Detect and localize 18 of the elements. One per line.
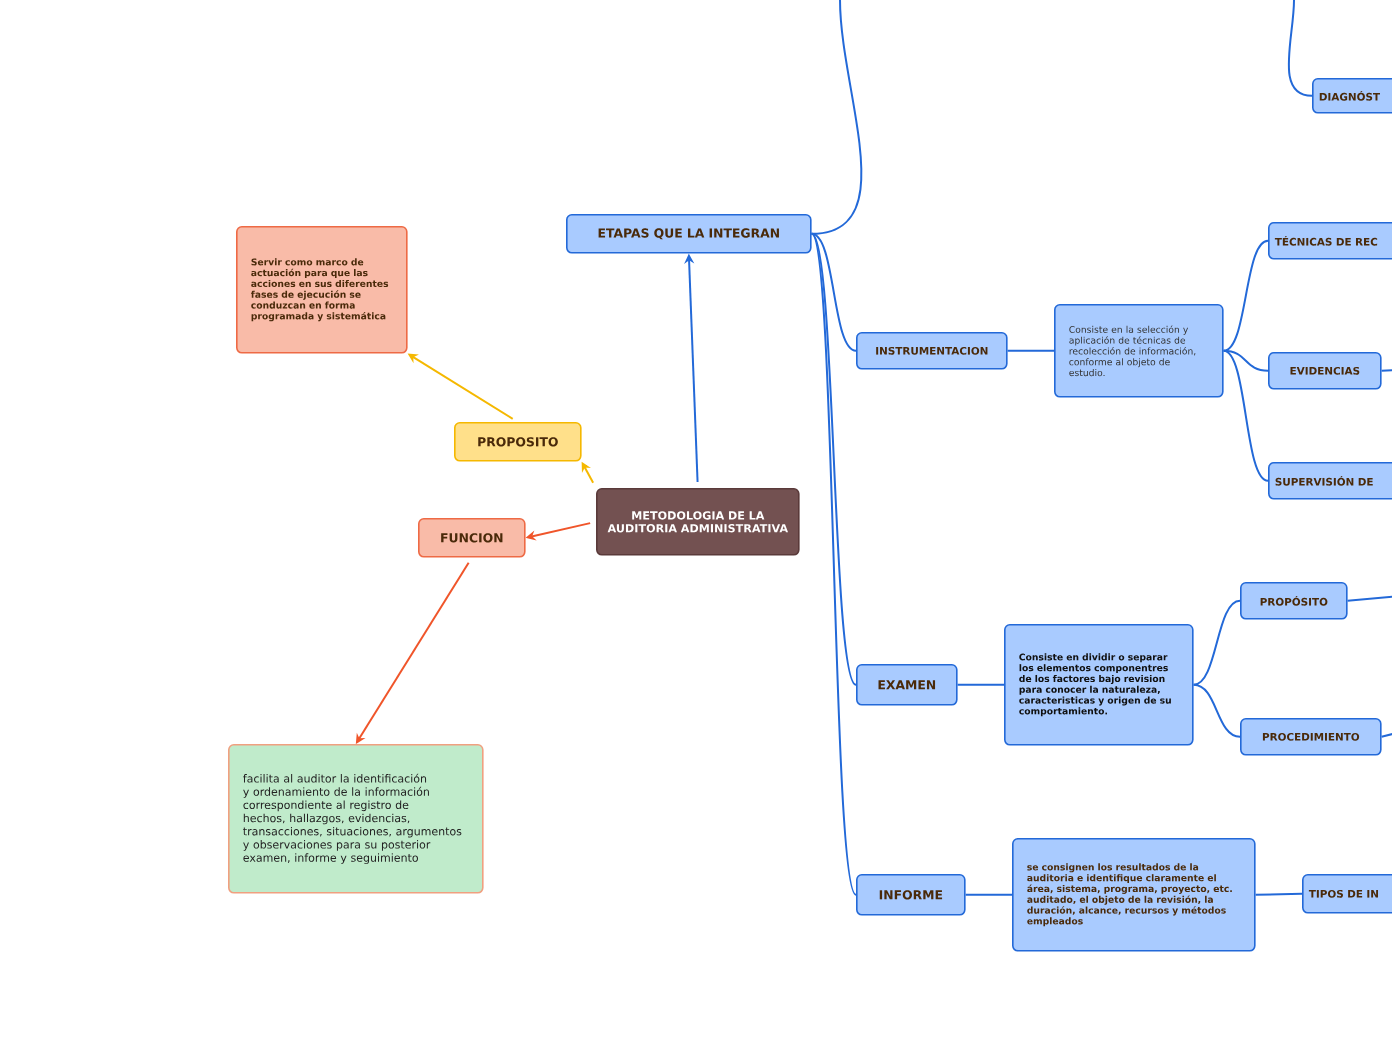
connector-line (1192, 599, 1241, 686)
connector-line (1380, 369, 1392, 372)
connector-line (956, 683, 1005, 686)
connector-line (810, 232, 857, 686)
connector-line (810, 0, 863, 235)
arrow (355, 561, 470, 744)
connector-line (1254, 892, 1303, 896)
connector-line (1380, 731, 1392, 738)
connector-line (1006, 349, 1055, 352)
connector-line (1222, 239, 1269, 352)
connector-line (810, 232, 857, 896)
connector-line (810, 232, 857, 352)
connector-line (1222, 349, 1269, 482)
connector-line (1346, 595, 1392, 602)
connector-line (964, 893, 1013, 896)
connector-line (1222, 349, 1269, 372)
connector-line (1287, 0, 1313, 97)
connector-line (1192, 683, 1241, 738)
